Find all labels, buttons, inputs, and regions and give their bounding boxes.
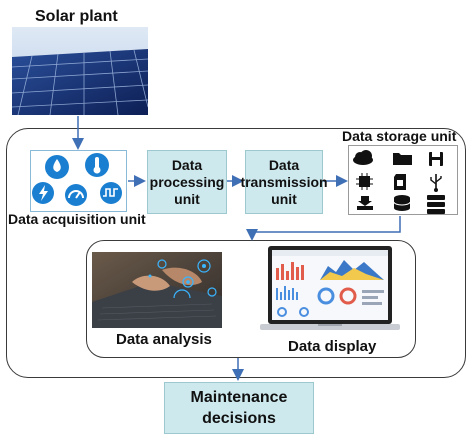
maintenance-decisions-box: Maintenance decisions [164,382,314,434]
processing-line2: processing [149,173,225,190]
solar-plant-title: Solar plant [35,8,118,25]
database-icon [393,195,411,211]
acquisition-unit-label: Data acquisition unit [8,211,146,227]
dashboard-bars [276,262,304,280]
transmission-unit-box: Data transmission unit [240,150,328,214]
sd-card-icon [394,174,406,190]
water-drop-icon [45,155,69,179]
processing-unit-box: Data processing unit [147,150,227,214]
data-display-image [260,246,400,330]
solar-panel-image [12,27,148,115]
storage-unit-label: Data storage unit [342,128,457,144]
decision-line2: decisions [202,410,276,427]
transmission-line2: transmission [240,173,328,190]
transmission-line3: unit [271,190,297,207]
data-analysis-label: Data analysis [116,331,212,348]
processing-line1: Data [171,156,203,173]
chip-icon [356,173,373,190]
cloud-icon [353,150,373,165]
lightning-icon [32,182,54,204]
transmission-line1: Data [268,156,300,173]
storage-icon-panel [348,145,458,215]
pulse-wave-icon [100,182,122,204]
acquisition-icon-panel [30,150,127,212]
download-tray-icon [357,196,373,210]
server-icon [427,195,445,214]
usb-icon [430,174,442,192]
processing-line3: unit [174,190,200,207]
data-display-label: Data display [288,338,377,355]
floppy-disk-icon [429,152,443,166]
gauge-icon [65,184,87,206]
data-analysis-image [92,252,222,328]
folder-icon [393,153,412,165]
decision-line1: Maintenance [190,389,288,406]
thermometer-icon [85,153,109,177]
